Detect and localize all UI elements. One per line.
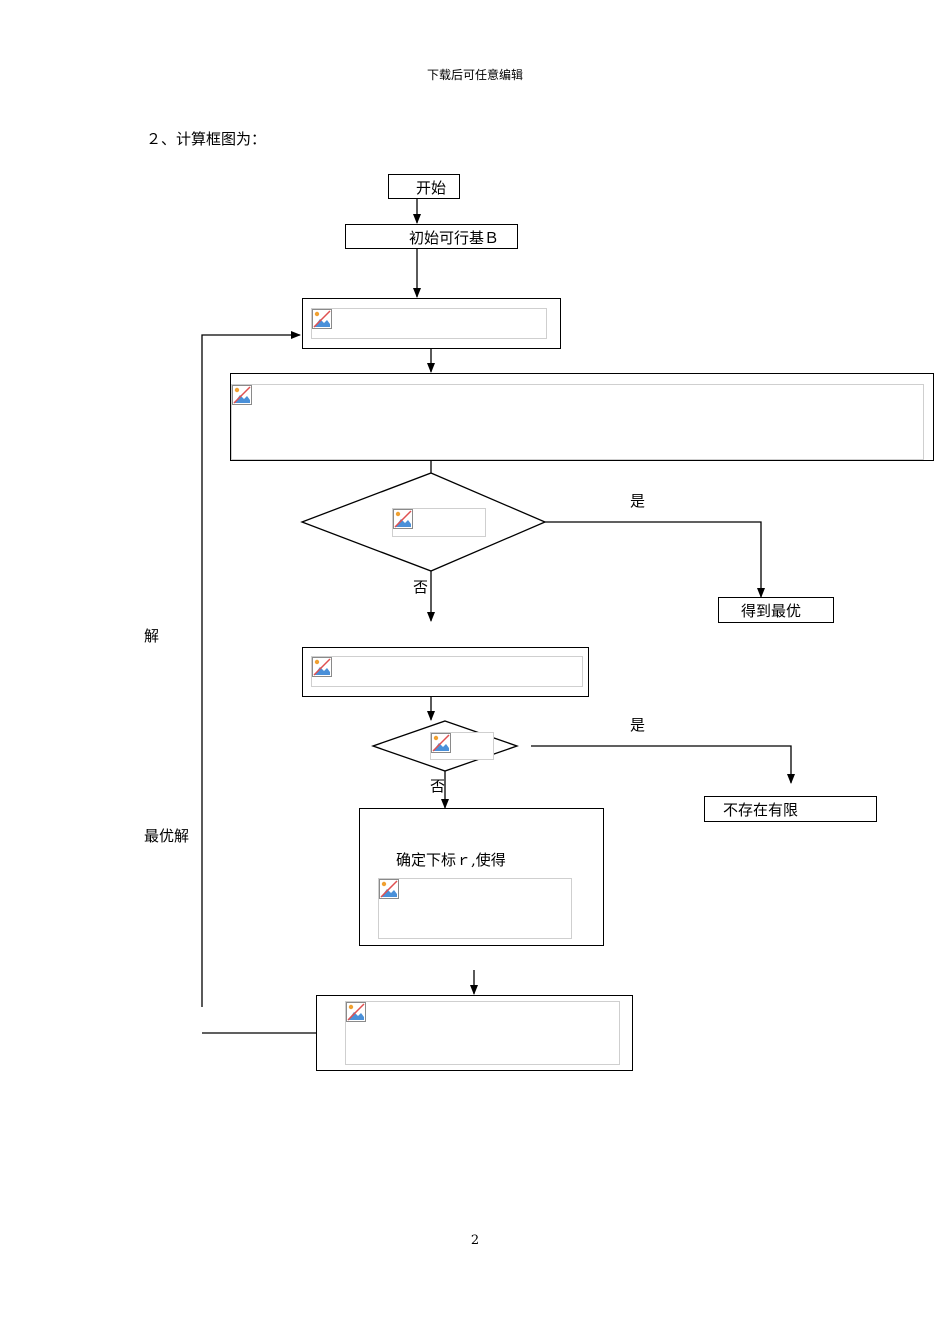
broken-image-icon	[393, 509, 413, 529]
formula-image-placeholder	[392, 508, 486, 537]
formula-image-placeholder	[231, 384, 924, 460]
init-basis-label: 初始可行基Ｂ	[409, 229, 500, 247]
init-basis-node: 初始可行基Ｂ	[345, 224, 518, 249]
formula-image-placeholder	[311, 308, 547, 339]
no-label-2: 否	[430, 777, 446, 795]
formula-image-placeholder	[345, 1001, 620, 1065]
broken-image-icon	[232, 385, 252, 405]
compute-box-1	[302, 298, 561, 349]
optimal-label: 得到最优	[741, 602, 802, 620]
section-heading: ２、计算框图为：	[146, 130, 267, 148]
broken-image-icon	[379, 879, 399, 899]
compute-box-2	[230, 373, 934, 461]
arrow-diamond1-yes	[545, 521, 765, 598]
side-label-bottom: 最优解	[144, 827, 190, 845]
broken-image-icon	[312, 309, 332, 329]
compute-box-3	[302, 647, 589, 697]
start-label: 开始	[416, 179, 447, 197]
yes-label-1: 是	[630, 492, 646, 510]
arrow-diamond2-yes	[531, 745, 795, 784]
pivot-box: 确定下标ｒ,使得	[359, 808, 604, 946]
pivot-label: 确定下标ｒ,使得	[396, 851, 506, 869]
optimal-node: 得到最优	[718, 597, 834, 623]
unbounded-node: 不存在有限	[704, 796, 877, 822]
start-node: 开始	[388, 174, 460, 199]
loop-back-arrow	[201, 331, 301, 1007]
formula-image-placeholder	[311, 656, 583, 687]
broken-image-icon	[312, 657, 332, 677]
formula-image-placeholder	[378, 878, 572, 939]
page-header: 下载后可任意编辑	[426, 68, 523, 82]
no-label-1: 否	[413, 578, 429, 596]
broken-image-icon	[346, 1002, 366, 1022]
side-label-top: 解	[144, 627, 160, 645]
yes-label-2: 是	[630, 716, 646, 734]
unbounded-label: 不存在有限	[723, 801, 799, 819]
broken-image-icon	[431, 733, 451, 753]
update-basis-box	[316, 995, 633, 1071]
formula-image-placeholder	[430, 732, 494, 760]
page-number: 2	[470, 1233, 480, 1248]
